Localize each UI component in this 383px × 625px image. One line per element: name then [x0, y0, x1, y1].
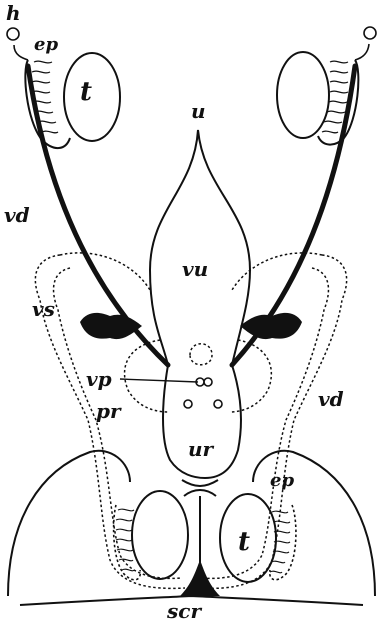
- label-t-left: t: [80, 77, 92, 107]
- vaginal-process-outline: [35, 253, 346, 589]
- prostate: [125, 340, 272, 412]
- label-vu: vu: [182, 257, 208, 281]
- label-ur: ur: [188, 437, 215, 461]
- label-vp: vp: [86, 367, 112, 391]
- label-vd-right: vd: [318, 387, 344, 411]
- testis-left-upper: [7, 28, 120, 148]
- label-h: h: [6, 1, 21, 25]
- bladder-and-urethra: [150, 130, 250, 478]
- testis-right-lower: [220, 494, 296, 582]
- label-vs: vs: [32, 297, 55, 321]
- label-pr: pr: [96, 399, 122, 423]
- seminal-vesicles: [80, 313, 302, 339]
- label-ep-left: ep: [34, 34, 58, 55]
- label-u: u: [191, 99, 206, 123]
- testis-left-lower: [114, 491, 188, 580]
- label-t-right: t: [238, 527, 250, 557]
- openings: [184, 378, 222, 408]
- vp-pointer: [120, 379, 198, 382]
- label-scr: scr: [166, 599, 202, 623]
- label-ep-right: ep: [270, 470, 294, 491]
- testis-right-upper: [277, 27, 376, 145]
- labels: h ep t u vd vu vs vp pr vd ur ep t scr: [4, 1, 344, 623]
- label-vd-left: vd: [4, 203, 30, 227]
